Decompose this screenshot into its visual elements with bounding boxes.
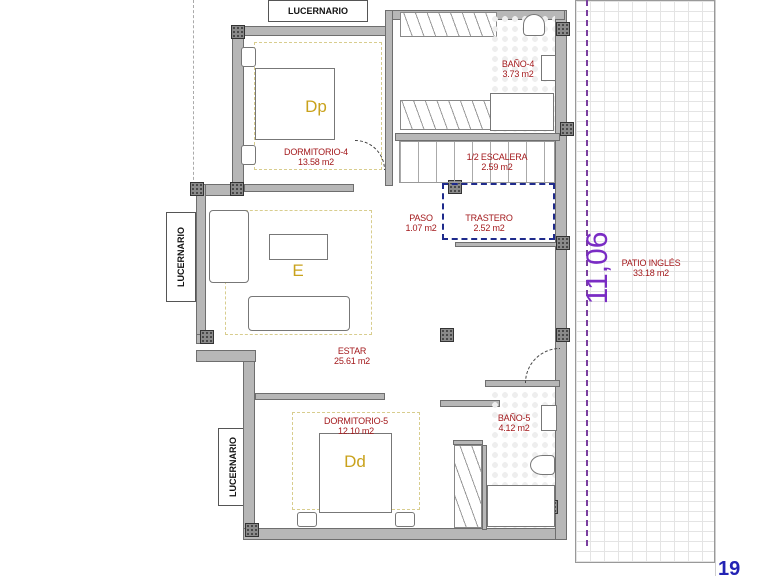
zone-letter: E [292,261,304,280]
storage-outline [442,183,555,240]
armchair-sofa [209,210,249,283]
bed [319,433,392,513]
column [556,236,570,250]
nightstand [395,512,415,527]
room-label-paso: PASO 1.07 m2 [405,213,436,233]
sink [541,405,557,431]
room-area: 12.10 m2 [338,426,374,436]
wall [244,184,354,192]
door-swing [525,348,560,383]
column [200,330,214,344]
patio-ingles-area [575,0,715,563]
column [190,182,204,196]
wall [243,528,563,540]
column [440,328,454,342]
room-label-estar: ESTAR 25.61 m2 [334,346,370,366]
room-name: TRASTERO [465,213,513,223]
room-area: 3.73 m2 [502,69,534,79]
room-label-escalera: 1/2 ESCALERA 2.59 m2 [467,152,528,172]
wardrobe [400,12,497,37]
room-name: PATIO INGLÉS [621,258,681,268]
wall [255,393,385,400]
wall [232,26,392,36]
skylight-top: LUCERNARIO [268,0,368,22]
zone-letter: Dp [305,97,327,116]
room-area: 2.52 m2 [473,223,505,233]
sofa [248,296,350,331]
room-label-dormitorio-4: DORMITORIO-4 13.58 m2 [284,147,348,167]
wall [455,242,560,247]
room-area: 25.61 m2 [334,356,370,366]
skylight-label: LUCERNARIO [176,227,186,287]
toilet [530,455,555,475]
zone-letter: Dd [344,452,366,471]
skylight-left-middle: LUCERNARIO [166,212,196,302]
furniture-zone [254,42,382,170]
column [556,22,570,36]
room-label-dormitorio-5: DORMITORIO-5 12.10 m2 [324,416,388,436]
nightstand [241,145,256,165]
nightstand [297,512,317,527]
staircase [399,141,555,183]
room-name: PASO [409,213,433,223]
column [245,523,259,537]
wardrobe [454,445,482,528]
wardrobe [400,100,497,130]
wall [453,440,483,445]
corner-text-fragment: 19 [718,558,741,580]
toilet [523,14,545,36]
room-name: BAÑO-5 [497,413,531,423]
room-area: 13.58 m2 [298,157,334,167]
column [560,122,574,136]
room-name: DORMITORIO-5 [324,416,388,426]
shower [487,485,555,527]
wall [385,10,393,186]
dimension-label: 11,06 [581,231,614,305]
wall [196,350,256,362]
wall [485,380,560,387]
room-name: 1/2 ESCALERA [466,152,528,162]
column [231,25,245,39]
room-label-bano-5: BAÑO-5 4.12 m2 [497,413,531,433]
coffee-table [269,234,328,260]
room-label-bano-4: BAÑO-4 3.73 m2 [501,59,535,79]
wall [196,184,206,344]
shower [490,93,554,131]
bed [255,68,335,140]
room-label-patio: PATIO INGLÉS 33.18 m2 [622,258,681,278]
patio-boundary [715,0,716,576]
skylight-label: LUCERNARIO [288,6,348,16]
room-area: 33.18 m2 [633,268,669,278]
room-area: 1.07 m2 [405,223,437,233]
column [556,328,570,342]
wall [482,445,487,530]
guide-line [193,0,194,190]
sink [541,55,556,81]
column [230,182,244,196]
nightstand [241,47,256,67]
wall [395,133,560,141]
room-name: ESTAR [337,346,367,356]
wall [555,10,567,540]
room-label-trastero: TRASTERO 2.52 m2 [465,213,513,233]
wall [243,350,255,540]
room-name: DORMITORIO-4 [284,147,348,157]
room-name: BAÑO-4 [501,59,535,69]
room-area: 4.12 m2 [498,423,530,433]
skylight-label: LUCERNARIO [228,437,238,497]
room-area: 2.59 m2 [481,162,513,172]
dimension-line [586,0,588,546]
